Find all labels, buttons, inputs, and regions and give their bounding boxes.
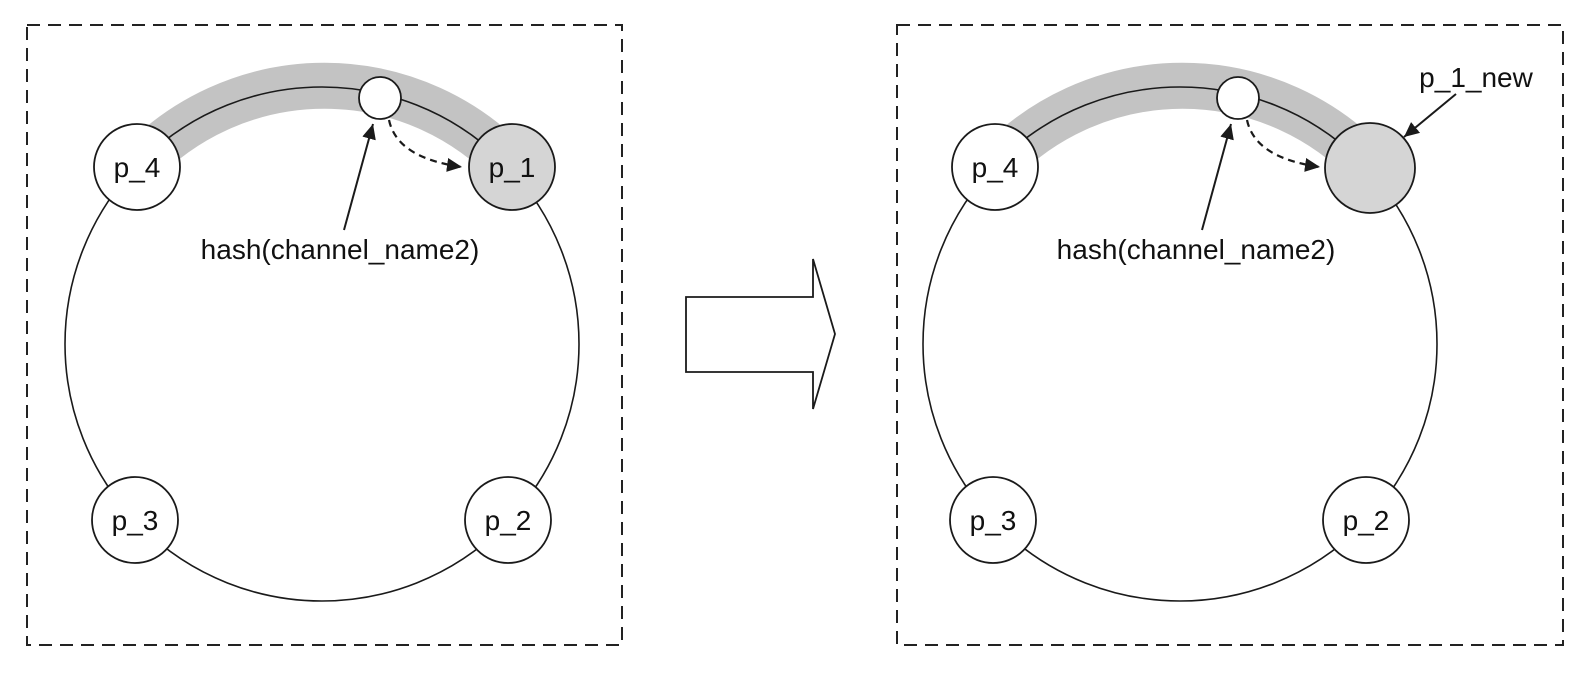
after-panel: p_4 p_3 p_2 hash(channel_name2) p_1_new — [896, 24, 1564, 646]
node-p2-label: p_2 — [1343, 505, 1390, 536]
node-p4-label: p_4 — [972, 152, 1019, 183]
hash-label: hash(channel_name2) — [1057, 234, 1336, 265]
mapping-arrow-to-p1-new — [1245, 119, 1321, 172]
hash-ring — [922, 86, 1438, 602]
p1-new-label: p_1_new — [1419, 62, 1533, 93]
node-p4-label: p_4 — [114, 152, 161, 183]
mapping-arrow-to-p1 — [387, 119, 463, 172]
node-p4 — [951, 123, 1039, 211]
node-p1-label: p_1 — [489, 152, 536, 183]
hash-position-point — [1216, 76, 1260, 120]
key-range-band — [978, 62, 1387, 183]
node-p1-highlighted — [468, 123, 556, 211]
node-p2 — [464, 476, 552, 564]
hash-position-point — [358, 76, 402, 120]
transition-arrow-icon — [685, 258, 836, 410]
hash-label: hash(channel_name2) — [201, 234, 480, 265]
hash-label-pointer-arrow — [343, 123, 376, 231]
node-p3 — [949, 476, 1037, 564]
node-p3-label: p_3 — [112, 505, 159, 536]
node-p2 — [1322, 476, 1410, 564]
p1-new-pointer-arrow — [1403, 93, 1457, 138]
key-range-band — [120, 62, 529, 183]
node-p1-new — [1324, 122, 1416, 214]
hash-ring — [64, 86, 580, 602]
node-p4 — [93, 123, 181, 211]
hash-label-pointer-arrow — [1201, 123, 1234, 231]
transition — [685, 258, 836, 410]
after-panel-dashed-border — [896, 24, 1564, 646]
node-p3 — [91, 476, 179, 564]
before-panel: p_4 p_1 p_3 p_2 hash(channel_name2) — [26, 24, 623, 646]
node-p3-label: p_3 — [970, 505, 1017, 536]
node-p2-label: p_2 — [485, 505, 532, 536]
before-panel-dashed-border — [26, 24, 623, 646]
